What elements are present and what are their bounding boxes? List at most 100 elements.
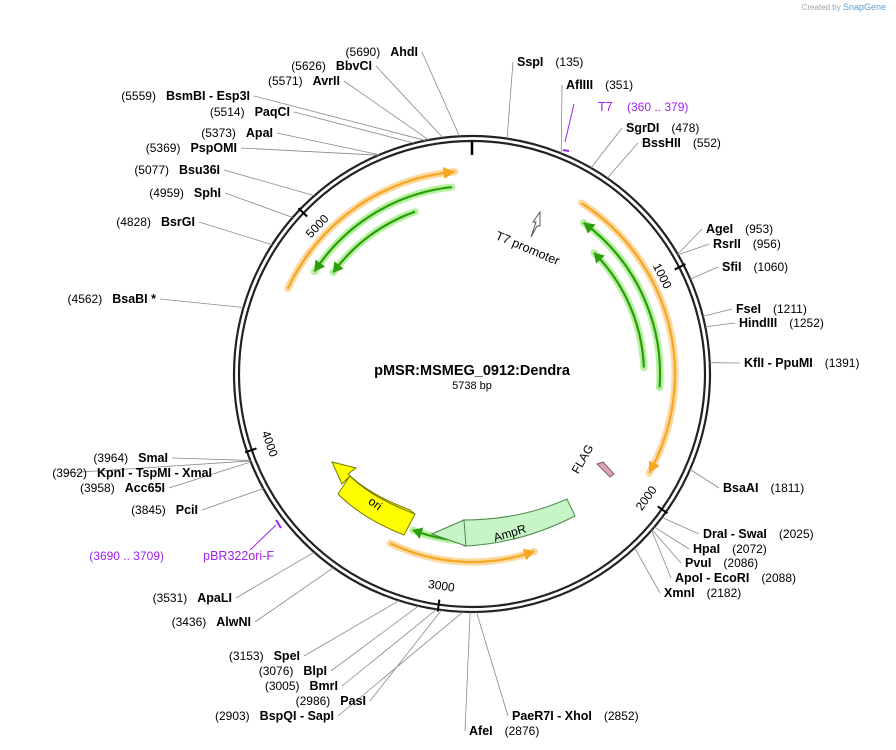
leader-pasi [369, 609, 442, 702]
site-name-xmni: XmnI [664, 586, 695, 600]
site-bsu36i: Bsu36I(5077) [134, 163, 220, 177]
site-avrii: AvrII(5571) [268, 74, 340, 88]
site-kpni: KpnI - TspMI - XmaI(3962) [52, 466, 212, 480]
site-sfii: SfiI(1060) [722, 260, 788, 274]
site-pos-bsu36i: (5077) [134, 163, 169, 177]
site-name-pspomi: PspOMI [190, 141, 237, 155]
site-name-hindiii: HindIII [739, 316, 777, 330]
site-pos-bsabi: (4562) [68, 292, 103, 306]
site-name-sgrdi: SgrDI [626, 121, 659, 135]
t7-promoter-feature: T7 promoter [493, 210, 562, 268]
site-pos-bsmbi: (5559) [121, 89, 156, 103]
leader-sphi [224, 192, 293, 218]
cds-arc-right-outer [582, 221, 662, 388]
site-xmni: XmnI (2182) [664, 586, 741, 600]
site-pos-hpai: (2072) [732, 542, 767, 556]
site-pos-blpi: (3076) [259, 664, 294, 678]
leader-ahdi [421, 51, 460, 137]
flag-feature: FLAG [569, 442, 615, 478]
site-pasi: PasI(2986) [296, 694, 366, 708]
leader-bsmbi [253, 95, 426, 141]
site-name-sphi: SphI [194, 186, 221, 200]
site-sgrdi: SgrDI(478) [626, 121, 699, 135]
leader-smai [171, 457, 251, 461]
site-name-kfli: KflI - PpuMI [744, 356, 813, 370]
leader-paer7i [476, 611, 509, 717]
leader-agei [677, 228, 703, 255]
cds-arc-left-inner-head [333, 261, 344, 273]
site-pos-aflii: (351) [605, 78, 633, 92]
cds-arc-left-outer-head [314, 259, 326, 272]
site-blpi: BlpI(3076) [259, 664, 327, 678]
leader-spei [303, 600, 400, 657]
leader-afei [464, 611, 471, 732]
site-pos-paqci: (5514) [210, 105, 245, 119]
tick-label-4000: 4000 [259, 429, 281, 459]
site-kfli: KflI - PpuMI (1391) [744, 356, 859, 370]
site-apoi: ApoI - EcoRI(2088) [675, 571, 796, 585]
site-bsabi: BsaBI *(4562) [68, 292, 157, 306]
tick-5000 [297, 207, 308, 218]
t7-promoter-label: T7 promoter [493, 229, 561, 268]
orf-arc-bottom [389, 542, 535, 564]
tick-4000 [244, 447, 257, 454]
cds-arc-left-inner [332, 210, 416, 274]
site-sspi: SspI(135) [517, 55, 583, 69]
site-pos-apoi: (2088) [761, 571, 796, 585]
leader-hindiii [705, 322, 736, 328]
site-apai: ApaI(5373) [201, 126, 273, 140]
site-name-hpai: HpaI [693, 542, 720, 556]
leader-fsei [702, 308, 733, 317]
site-drai: DraI - SwaI(2025) [703, 527, 814, 541]
primer-pbr322ori: pBR322ori-F(3690 .. 3709) [89, 549, 274, 563]
site-bsaai: BsaAI (1811) [723, 481, 804, 495]
site-pos-paer7i: (2852) [604, 709, 639, 723]
leader-xmni [634, 547, 661, 594]
tick-label-2000: 2000 [633, 483, 660, 513]
site-name-paqci: PaqCI [255, 105, 290, 119]
site-pos-sphi: (4959) [149, 186, 184, 200]
site-pos-apali: (3531) [153, 591, 188, 605]
cds-arc-right-outer-glow [579, 219, 664, 392]
site-hpai: HpaI (2072) [693, 542, 767, 556]
site-name-bsaai: BsaAI [723, 481, 758, 495]
site-name-kpni: KpnI - TspMI - XmaI [97, 466, 212, 480]
site-pos-pasi: (2986) [296, 694, 331, 708]
site-bbvci: BbvCI(5626) [291, 59, 372, 73]
leader-apali [235, 551, 315, 599]
site-pos-kfli: (1391) [825, 356, 860, 370]
site-pos-xmni: (2182) [707, 586, 742, 600]
tick-2000 [657, 505, 669, 515]
leader-bbvci [375, 65, 444, 139]
site-pos-bsaai: (1811) [770, 481, 804, 495]
site-pcii: PciI(3845) [131, 503, 198, 517]
primer-t7: T7(360 .. 379) [598, 100, 688, 114]
site-pos-ahdi: (5690) [346, 45, 381, 59]
site-pvui: PvuI(2086) [685, 556, 758, 570]
orf-arc-left [286, 170, 455, 290]
site-name-bsshii: BssHII [642, 136, 681, 150]
site-hindiii: HindIII(1252) [739, 316, 824, 330]
site-bsshii: BssHII(552) [642, 136, 721, 150]
site-pos-pspomi: (5369) [146, 141, 181, 155]
site-alwni: AlwNI(3436) [172, 615, 251, 629]
leader-pvui [651, 529, 682, 564]
site-pos-sspi: (135) [555, 55, 583, 69]
site-name-apai: ApaI [246, 126, 273, 140]
site-pos-fsei: (1211) [773, 302, 807, 316]
leader-apai [276, 132, 380, 156]
feature-arcs [284, 167, 679, 566]
site-aflii: AflIII(351) [566, 78, 633, 92]
leader-aflii [560, 84, 563, 154]
leader-drai [661, 517, 700, 535]
flag-label: FLAG [569, 442, 597, 476]
site-name-afei: AfeI [469, 724, 493, 738]
site-labels: AhdI(5690)BbvCI(5626)AvrII(5571)BsmBI - … [52, 45, 859, 738]
primer-pos-t7: (360 .. 379) [627, 100, 688, 114]
leader-blpi [330, 605, 419, 672]
site-pspomi: PspOMI (5369) [146, 141, 237, 155]
site-bsmbi: BsmBI - Esp3I(5559) [121, 89, 250, 103]
site-pos-pcii: (3845) [131, 503, 166, 517]
site-name-bspqi: BspQI - SapI [260, 709, 334, 723]
